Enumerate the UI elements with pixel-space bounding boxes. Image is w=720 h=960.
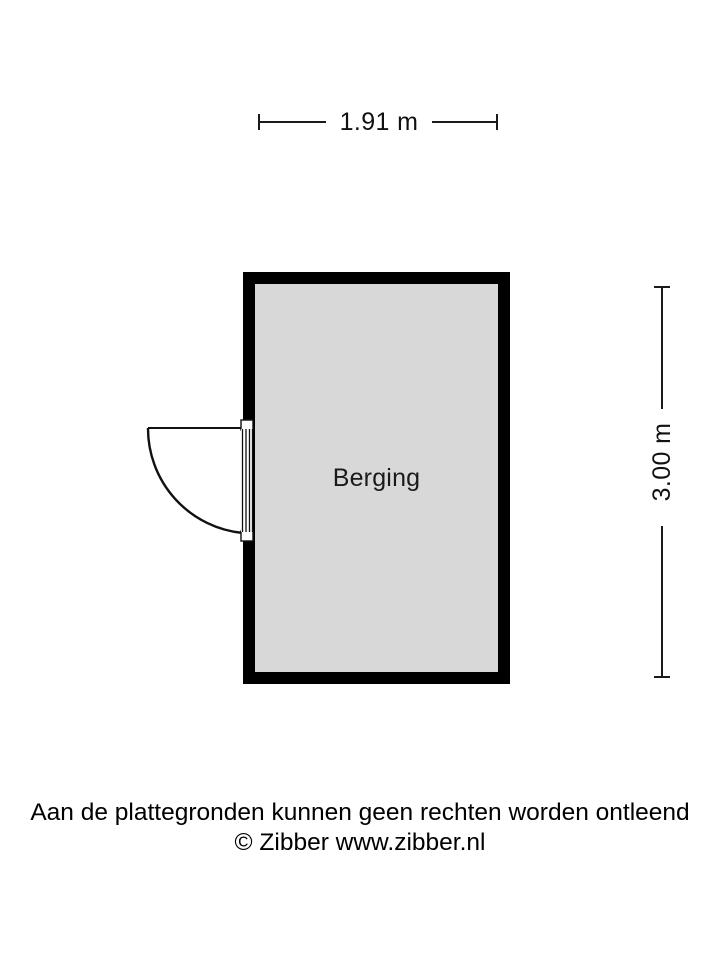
room-label: Berging [332,463,421,492]
room-berging: Berging [243,272,510,684]
dimension-height-tick-bottom [654,676,670,678]
disclaimer-line-1: Aan de plattegronden kunnen geen rechten… [30,799,690,826]
dimension-height-line-top [661,286,663,438]
room-interior: Berging [255,284,498,672]
dimension-width-line-left [258,121,326,123]
dimension-width-tick-right [496,114,498,130]
dimension-height-line-bottom [661,526,663,678]
door-swing-icon [146,419,254,542]
dimension-width: 1.91 m [250,100,506,146]
door-swing-group [140,412,260,544]
dimension-width-line-right [432,121,498,123]
dimension-height: 3.00 m [638,278,686,686]
disclaimer-line-2: © Zibber www.zibber.nl [234,829,486,856]
dimension-width-label: 1.91 m [326,100,432,144]
dimension-height-label: 3.00 m [638,409,686,515]
disclaimer-caption: Aan de plattegronden kunnen geen rechten… [0,798,720,858]
